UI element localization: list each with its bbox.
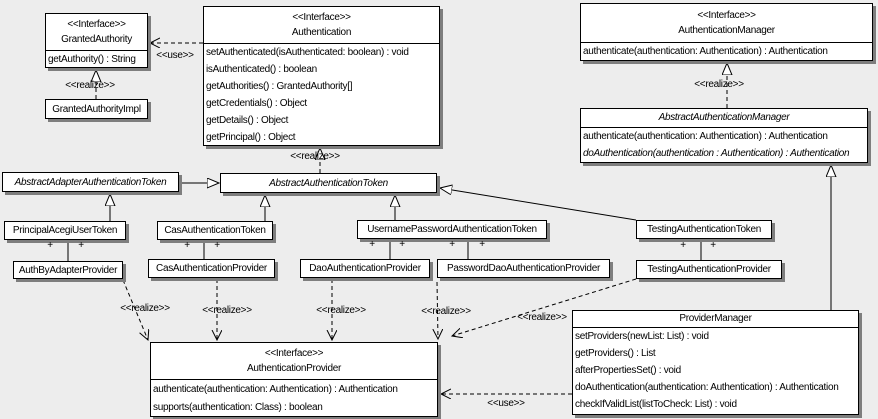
class-dao-authentication-provider[interactable]: DaoAuthenticationProvider [300, 259, 430, 278]
assoc-end-plus: + [184, 240, 190, 251]
edge-testingtoken-extends-abstracttoken [440, 188, 637, 221]
realize-label-authenticationmanager: <<realize>> [694, 79, 744, 90]
class-method: getCredentials() : Object [206, 98, 307, 109]
class-name: AuthenticationProvider [246, 363, 341, 374]
stereotype-label: <<Interface>> [264, 347, 324, 359]
class-abstract-authentication-manager[interactable]: AbstractAuthenticationManager authentica… [580, 108, 868, 163]
class-method: getPrincipal() : Object [206, 132, 296, 143]
class-header: <<Interface>> AuthenticationManager [581, 4, 872, 43]
class-method: getAuthority() : String [48, 54, 136, 65]
class-method: getAuthorities() : GrantedAuthority[] [206, 81, 353, 92]
realize-label-authbyadapter: <<realize>> [120, 303, 170, 314]
class-name: Authentication [291, 27, 352, 38]
class-cas-authentication-token[interactable]: CasAuthenticationToken [157, 221, 273, 240]
class-name: CasAuthenticationProvider [156, 263, 267, 274]
class-header: <<Interface>> GrantedAuthority [46, 14, 147, 51]
class-cas-authentication-provider[interactable]: CasAuthenticationProvider [148, 259, 275, 278]
class-name: AbstractAuthenticationManager [658, 112, 790, 124]
assoc-end-plus: + [399, 239, 405, 250]
realize-label-grantedauthority: <<realize>> [65, 80, 115, 91]
class-name: TestingAuthenticationToken [647, 224, 761, 235]
class-granted-authority-impl[interactable]: GrantedAuthorityImpl [45, 99, 148, 119]
stereotype-label: <<Interface>> [697, 9, 756, 21]
class-header: AbstractAuthenticationManager [581, 109, 867, 128]
class-name: PasswordDaoAuthenticationProvider [447, 263, 600, 274]
use-label-grantedauthority: <<use>> [156, 50, 194, 61]
class-method: supports(authentication: Class) : boolea… [153, 401, 323, 413]
assoc-end-plus: + [710, 240, 716, 251]
class-name: GrantedAuthority [61, 34, 132, 45]
class-header: ProviderManager [573, 311, 858, 328]
realize-label-authentication: <<realize>> [290, 151, 340, 162]
class-abstract-authentication-token[interactable]: AbstractAuthenticationToken [220, 173, 437, 193]
stereotype-label: <<Interface>> [292, 11, 351, 23]
class-method: afterPropertiesSet() : void [575, 365, 681, 376]
class-name: AbstractAdapterAuthenticationToken [14, 176, 167, 188]
realize-label-casprovider: <<realize>> [202, 305, 252, 316]
class-method: setProviders(newList: List) : void [575, 331, 709, 342]
use-label-providermanager: <<use>> [487, 398, 525, 409]
class-granted-authority[interactable]: <<Interface>> GrantedAuthority getAuthor… [45, 13, 148, 68]
class-name: DaoAuthenticationProvider [309, 263, 421, 274]
assoc-end-plus: + [680, 240, 686, 251]
class-name: AuthenticationManager [678, 25, 775, 36]
class-testing-authentication-token[interactable]: TestingAuthenticationToken [636, 220, 772, 239]
class-header: <<Interface>> Authentication [204, 7, 439, 44]
class-method: getProviders() : List [575, 348, 656, 359]
edge-passworddao-realizes-authprovider [437, 281, 438, 339]
class-name: ProviderManager [679, 313, 752, 325]
class-method: doAuthentication(authentication : Authen… [583, 148, 850, 159]
class-method: doAuthentication(authentication: Authent… [575, 382, 839, 393]
class-method: getDetails() : Object [206, 115, 289, 126]
class-name: PrincipalAcegiUserToken [12, 225, 118, 236]
class-abstract-adapter-authentication-token[interactable]: AbstractAdapterAuthenticationToken [2, 172, 179, 192]
assoc-end-plus: + [78, 240, 84, 251]
assoc-end-plus: + [369, 239, 375, 250]
edge-authbyadapter-realizes-authprovider [122, 279, 148, 340]
assoc-end-plus: + [479, 239, 485, 250]
class-method: authenticate(authentication: Authenticat… [153, 383, 398, 395]
class-method: isAuthenticated() : boolean [206, 64, 317, 75]
class-principal-acegi-user-token[interactable]: PrincipalAcegiUserToken [4, 221, 126, 240]
class-authentication-provider[interactable]: <<Interface>> AuthenticationProvider aut… [150, 342, 438, 417]
assoc-end-plus: + [214, 240, 220, 251]
class-name: AbstractAuthenticationToken [269, 177, 388, 189]
class-name: GrantedAuthorityImpl [52, 103, 141, 115]
class-name: AuthByAdapterProvider [18, 264, 118, 276]
class-method: authenticate(authentication: Authenticat… [583, 131, 828, 142]
class-header: <<Interface>> AuthenticationProvider [151, 343, 437, 380]
class-provider-manager[interactable]: ProviderManager setProviders(newList: Li… [572, 310, 859, 415]
class-auth-by-adapter-provider[interactable]: AuthByAdapterProvider [13, 261, 123, 279]
realize-label-passworddao: <<realize>> [421, 306, 471, 317]
class-method: authenticate(authentication: Authenticat… [583, 46, 828, 57]
class-authentication[interactable]: <<Interface>> Authentication setAuthenti… [203, 6, 440, 146]
realize-label-testingprovider: <<realize>> [517, 312, 567, 323]
stereotype-label: <<Interface>> [67, 18, 126, 30]
class-method: checkIfValidList(listToCheck: List) : vo… [575, 399, 737, 410]
class-name: UsernamePasswordAuthenticationToken [367, 224, 537, 235]
class-testing-authentication-provider[interactable]: TestingAuthenticationProvider [636, 260, 782, 279]
assoc-end-plus: + [449, 239, 455, 250]
class-authentication-manager[interactable]: <<Interface>> AuthenticationManager auth… [580, 3, 873, 61]
class-method: setAuthenticated(isAuthenticated: boolea… [206, 47, 409, 58]
class-password-dao-authentication-provider[interactable]: PasswordDaoAuthenticationProvider [437, 259, 610, 278]
assoc-end-plus: + [47, 240, 53, 251]
class-name: TestingAuthenticationProvider [647, 264, 771, 275]
realize-label-daoprovider: <<realize>> [316, 305, 366, 316]
class-username-password-authentication-token[interactable]: UsernamePasswordAuthenticationToken [357, 220, 547, 239]
class-name: CasAuthenticationToken [164, 225, 266, 236]
